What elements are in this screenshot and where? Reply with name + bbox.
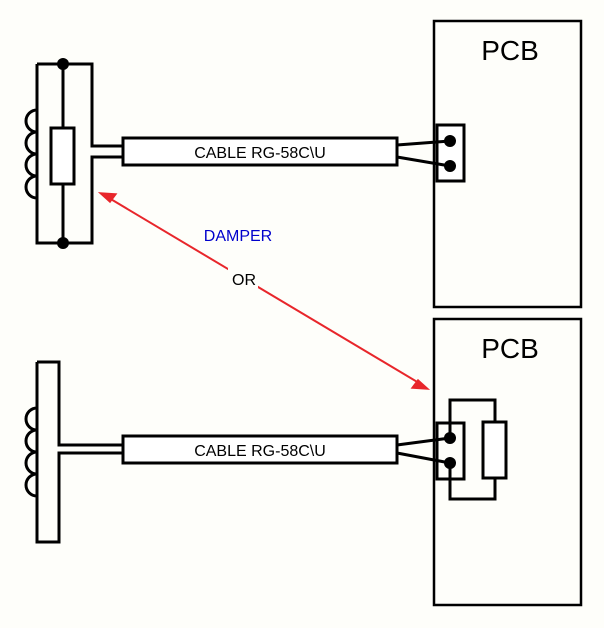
top-cable-wire-2 <box>396 155 451 168</box>
bottom-cable-wire-1 <box>396 436 451 447</box>
or-arrow-line <box>103 194 425 387</box>
arrowhead-top-icon <box>97 192 118 204</box>
or-arrow <box>97 192 431 390</box>
bottom-connector <box>435 421 466 481</box>
or-label-background <box>228 268 258 288</box>
top-inductor-icon <box>24 108 38 200</box>
top-coil-frame-lower <box>35 64 123 245</box>
bottom-coil-frame-lower <box>35 362 123 544</box>
bottom-cable <box>121 434 399 465</box>
bottom-coil-frame-upper <box>37 360 123 447</box>
top-cable <box>121 136 399 167</box>
or-label: OR <box>232 272 256 289</box>
bottom-cable-wire-2 <box>396 451 451 465</box>
top-pcb-label: PCB <box>481 35 539 66</box>
bottom-damper-resistor-icon <box>481 420 508 480</box>
top-cable-wire-1 <box>396 139 451 147</box>
top-cable-label: CABLE RG-58C\U <box>194 145 326 162</box>
bottom-cable-label: CABLE RG-58C\U <box>194 443 326 460</box>
top-coil-with-damper <box>24 58 123 249</box>
top-junction-dot-1 <box>57 58 69 70</box>
top-damper-resistor-icon <box>49 126 76 186</box>
top-connector <box>435 123 466 183</box>
bottom-pcb-label: PCB <box>481 333 539 364</box>
top-junction-dot-2 <box>57 237 69 249</box>
bottom-damper-wire-upper <box>448 398 497 436</box>
damper-label: DAMPER <box>204 228 272 245</box>
arrowhead-bottom-icon <box>410 378 431 390</box>
bottom-coil <box>24 360 123 544</box>
bottom-inductor-icon <box>24 406 38 498</box>
